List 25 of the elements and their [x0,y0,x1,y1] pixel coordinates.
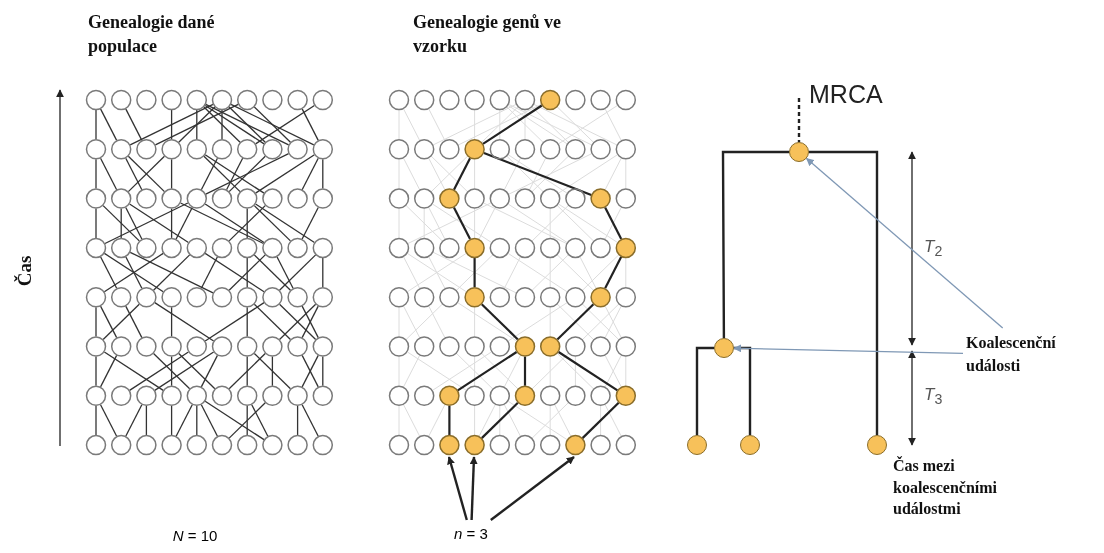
connector-line [809,150,879,435]
node-circle [714,338,734,358]
node-circle [740,435,760,455]
dashed-line [797,98,801,142]
sample-size-label: n = 3 [444,523,498,545]
connector-line [734,346,752,435]
population-size-label: N = 10 [171,526,219,546]
interval-label: T$_{3}$ [924,384,944,410]
arrow [447,456,468,521]
arrow [733,344,964,355]
node-circle [867,435,887,455]
annotation-text: Čas mezi koalescenčními událostmi [893,455,998,520]
arrow [805,157,1004,329]
node-circle [789,142,809,162]
arrow [469,456,478,521]
panel-title: Genealogie genů ve vzorku [413,11,562,59]
connector-line [695,346,714,435]
node-circle [687,435,707,455]
panel-title: Genealogie dané populace [88,11,216,59]
axis-label: Čas [13,255,37,287]
interval-label: T$_{2}$ [924,236,944,262]
arrow [490,456,575,521]
node-caption: MRCA [809,80,883,109]
connector-line [721,150,789,338]
callout-text: Koalescenční události [966,331,1102,378]
